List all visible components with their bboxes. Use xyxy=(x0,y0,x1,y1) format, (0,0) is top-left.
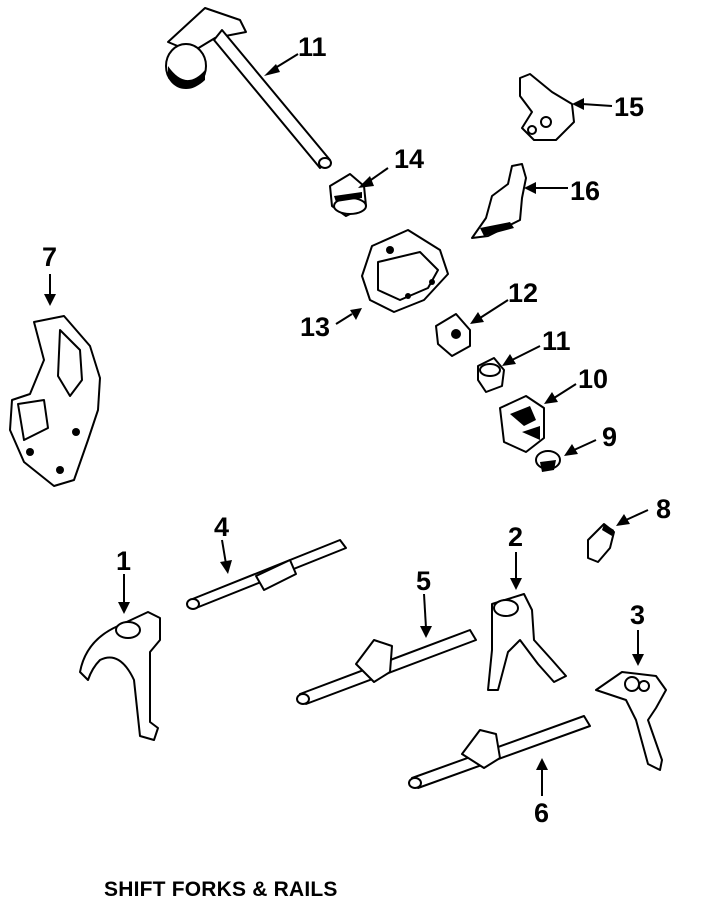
callout-5: 5 xyxy=(416,566,431,596)
diagram-caption: SHIFT FORKS & RAILS xyxy=(104,878,338,901)
leader-lines xyxy=(44,53,649,796)
part-4-rail xyxy=(186,539,347,610)
callout-11-top: 11 xyxy=(298,32,327,62)
callout-8: 8 xyxy=(656,494,671,524)
part-5-rail xyxy=(296,629,477,705)
part-6-rail xyxy=(408,715,591,789)
callout-1: 1 xyxy=(116,546,131,576)
part-14-bushing xyxy=(329,173,367,217)
part-11-shift-lever xyxy=(165,7,332,169)
part-10-block xyxy=(499,395,545,453)
callout-14: 14 xyxy=(394,144,424,174)
part-13-housing xyxy=(361,229,449,313)
callout-9: 9 xyxy=(602,422,617,452)
part-3-shift-fork xyxy=(595,671,667,771)
callout-12: 12 xyxy=(508,278,538,308)
part-2-shift-fork xyxy=(487,593,567,691)
part-7-bracket xyxy=(9,315,101,487)
callout-7: 7 xyxy=(42,242,57,272)
callout-13: 13 xyxy=(300,312,330,342)
part-1-shift-fork xyxy=(79,611,161,741)
part-16-switch xyxy=(471,163,527,239)
part-12-interlock xyxy=(435,313,471,357)
part-9-plug xyxy=(535,450,561,472)
callout-15: 15 xyxy=(614,92,644,122)
callout-4: 4 xyxy=(214,512,229,542)
callout-11-lower: 11 xyxy=(542,326,571,356)
callouts: 11 14 15 16 13 12 11 10 9 8 7 1 4 5 2 3 … xyxy=(42,32,671,828)
callout-6: 6 xyxy=(534,798,549,828)
part-15-bracket xyxy=(519,73,575,141)
callout-3: 3 xyxy=(630,600,645,630)
callout-16: 16 xyxy=(570,176,600,206)
part-11-sleeve xyxy=(477,357,505,393)
part-8-sensor xyxy=(587,523,615,563)
callout-10: 10 xyxy=(578,364,608,394)
callout-2: 2 xyxy=(508,522,523,552)
